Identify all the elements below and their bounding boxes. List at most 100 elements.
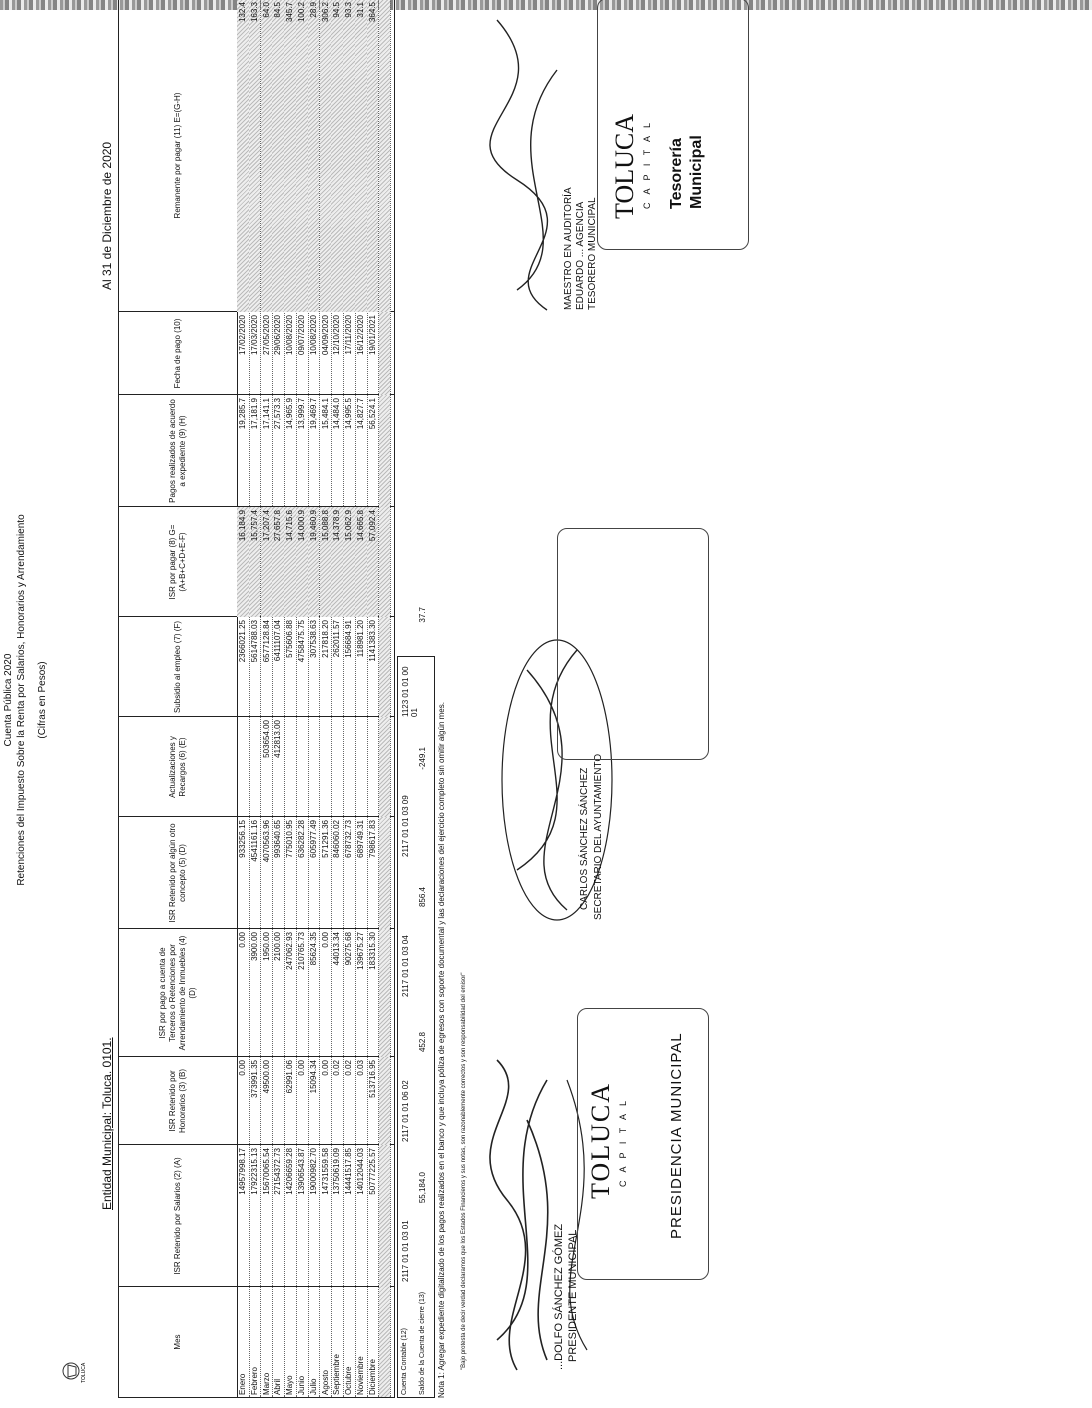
- cell-rem: 132.4: [237, 0, 249, 312]
- cell-c: 139675.27: [356, 932, 365, 970]
- account-code: 1123 01 01 00 01: [401, 666, 420, 717]
- column-header: Remanente por pagar (11) E=(G-H): [173, 92, 182, 219]
- cell-c: 247062.93: [285, 932, 295, 970]
- account-balance: 55,184.0: [418, 1172, 428, 1204]
- column-header: ISR por pago a cuenta de Terceros o Rete…: [158, 935, 197, 1051]
- secretary-name: CARLOS SÁNCHEZ SÁNCHEZ: [579, 767, 591, 910]
- cell-b: 0.00: [297, 1060, 306, 1076]
- cell-f: 118981.20: [356, 620, 365, 658]
- cell-d: 605977.49: [308, 820, 318, 858]
- cell-mes: Julio: [308, 1378, 318, 1395]
- cell-f: 1141383.30: [367, 620, 377, 662]
- cell-e: [331, 717, 343, 817]
- account-code: 2117 01 01 03 04: [401, 935, 411, 997]
- cell-d: 4541161.16: [249, 820, 259, 862]
- cell-b: 0.03: [356, 1060, 365, 1076]
- cell-d: 775010.95: [285, 820, 295, 858]
- cell-rem: 100.2: [296, 0, 308, 312]
- treasury-stamp-line2: Municipal: [688, 135, 706, 209]
- cell-b: 15094.34: [308, 1060, 318, 1094]
- cell-g: 14,378.9: [331, 507, 343, 617]
- cell-h: 15,484.1: [320, 398, 330, 430]
- cell-f: 6411107.04: [273, 620, 283, 662]
- cell-h: [378, 395, 391, 507]
- account-label: Cuenta Contable (12): [401, 1328, 409, 1395]
- note-1: Nota 1: Agregar expediente digitalizado …: [437, 702, 447, 1398]
- cell-fecha: 10/08/2020: [285, 315, 295, 356]
- cell-c: 0.00: [320, 932, 330, 948]
- cell-b: 0.00: [320, 1060, 330, 1076]
- cell-c: 85624.35: [308, 932, 318, 966]
- cell-a: 14206659.28: [285, 1148, 295, 1195]
- cell-c: 210765.73: [297, 932, 306, 970]
- cell-f: 5614788.03: [249, 620, 259, 663]
- treasurer-signature-block: MAESTRO EN AUDITORÍA EDUARDO ... AGENCIA…: [477, 0, 757, 320]
- entity-label: Entidad Municipal: Toluca. 0101.: [100, 1037, 114, 1210]
- president-signature-block: ...DOLFO SÁNCHEZ GÓMEZ PRESIDENTE MUNICI…: [477, 1008, 797, 1380]
- cell-rem: 28.9: [307, 0, 320, 312]
- cell-e: 412813.00: [273, 720, 283, 758]
- totals-row: [378, 0, 392, 1397]
- secretary-title: SECRETARIO DEL AYUNTAMIENTO: [593, 753, 605, 920]
- treasury-city: TOLUCA: [610, 114, 640, 219]
- cell-mes: Septiembre: [332, 1354, 342, 1395]
- cell-mes: [378, 1287, 391, 1397]
- cell-b: 62991.06: [285, 1060, 295, 1094]
- cell-rem: 31.1: [355, 0, 367, 312]
- cell-mes: Diciembre: [367, 1358, 377, 1395]
- cell-e: [367, 717, 379, 817]
- cell-b: 0.00: [238, 1060, 247, 1076]
- cell-mes: Febrero: [249, 1366, 259, 1395]
- cell-h: 14,484.0: [332, 398, 342, 430]
- cell-e: [237, 717, 249, 817]
- president-name: ...DOLFO SÁNCHEZ GÓMEZ: [553, 1223, 566, 1370]
- cell-fecha: 27/05/2020: [261, 315, 271, 356]
- header-line3: (Cifras en Pesos): [37, 661, 48, 739]
- account-balance: 856.4: [418, 887, 428, 908]
- cell-d: 4070563.96: [261, 820, 271, 863]
- cell-fecha: 16/12/2020: [356, 315, 365, 356]
- treasury-capital: C A P I T A L: [642, 119, 653, 209]
- cell-a: 13750619.09: [332, 1148, 342, 1195]
- cell-g: 14,715.6: [284, 507, 296, 617]
- cell-mes: Enero: [238, 1373, 247, 1395]
- cell-g: 27,657.8: [272, 507, 284, 617]
- cell-fecha: 29/06/2020: [273, 315, 283, 356]
- cell-c: [378, 929, 391, 1057]
- secretary-signature-block: CARLOS SÁNCHEZ SÁNCHEZ SECRETARIO DEL AY…: [467, 528, 710, 930]
- cell-fecha: 09/07/2020: [297, 315, 306, 356]
- cell-mes: Octubre: [344, 1366, 354, 1395]
- cell-a: 50777225.57: [367, 1148, 377, 1195]
- balance-label: Saldo de la Cuenta de cierre (13): [419, 1291, 427, 1395]
- treasurer-signature-mark: [489, 19, 558, 311]
- cell-e: [343, 717, 355, 817]
- cell-e: [296, 717, 308, 817]
- cell-g: 16,184.9: [237, 507, 249, 617]
- cell-e: [355, 717, 367, 817]
- cell-rem: 306.2: [319, 0, 332, 312]
- cell-h: 19,469.7: [308, 398, 318, 430]
- cell-g: 14,000.9: [296, 507, 308, 617]
- cell-e: [249, 717, 261, 817]
- stamp-presidency: PRESIDENCIA MUNICIPAL: [668, 1032, 686, 1239]
- cell-mes: Marzo: [261, 1372, 271, 1395]
- cell-h: 14,827.7: [356, 398, 365, 430]
- cell-e: [320, 717, 332, 817]
- cell-g: 57,092.4: [366, 507, 379, 617]
- cell-c: 90275.68: [344, 932, 354, 966]
- cell-c: 0.00: [238, 932, 247, 948]
- stamp-capital: C A P I T A L: [618, 1097, 629, 1187]
- cell-a: 27154372.73: [273, 1148, 283, 1195]
- cell-b: 0.02: [344, 1060, 354, 1076]
- cell-fecha: 17/03/2020: [249, 315, 259, 356]
- cell-mes: Agosto: [320, 1370, 330, 1395]
- cell-f: 575606.88: [285, 620, 295, 658]
- cell-fecha: 12/10/2020: [332, 315, 342, 356]
- cell-rem: 364.5: [366, 0, 379, 312]
- cell-a: 14957998.17: [238, 1148, 247, 1195]
- cell-c: 44013.34: [332, 932, 342, 966]
- cell-rem: 84.5: [272, 0, 284, 312]
